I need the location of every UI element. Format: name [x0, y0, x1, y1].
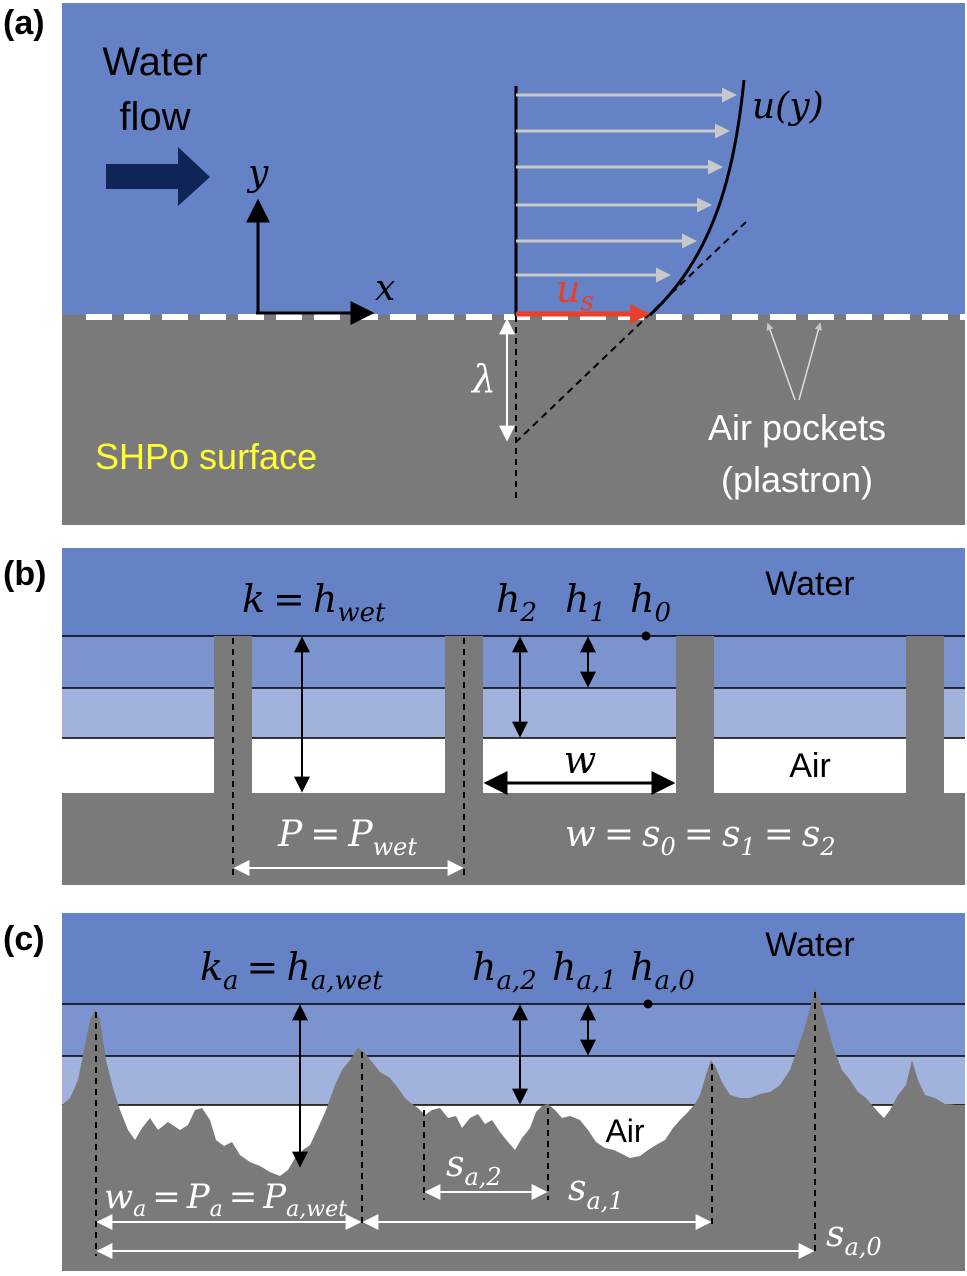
flow-label-line1: Water [102, 40, 207, 84]
water-label: Water [765, 926, 854, 964]
pillar [906, 636, 944, 793]
pillar [676, 636, 714, 793]
air-label: Air [789, 747, 831, 785]
air-pocket-pointer [798, 322, 823, 401]
apparent-roughness-equation: ka=ha,wet [200, 945, 383, 996]
coordinate-axes: y x [246, 153, 395, 325]
panel-c: (c) Water Air ka=ha,wet ha,2 ha,1 ha,0 [3, 913, 965, 1271]
sa2-label: sa,2 [446, 1144, 502, 1191]
pillar [445, 636, 483, 793]
wetted-band-1 [62, 636, 965, 688]
flow-direction-arrow [106, 147, 210, 206]
h2-label: h2 [496, 577, 537, 628]
air-pockets-label-line1: Air pockets [708, 407, 886, 448]
slip-length-label: λ [470, 357, 496, 401]
h0-level-dot [641, 631, 651, 641]
air-pockets-label-line2: (plastron) [721, 459, 873, 500]
sa1-label: sa,1 [568, 1168, 624, 1215]
panel-a: (a) Water flow y x u(y) us [3, 3, 965, 525]
surface-label: SHPo surface [95, 436, 317, 477]
ha0-label: ha,0 [630, 945, 695, 996]
panel-b-label: (b) [3, 555, 46, 593]
y-axis-label: y [246, 153, 269, 194]
h1-label: h1 [565, 577, 606, 628]
ha0-level-dot [643, 999, 653, 1009]
slip-length-indicator: λ [470, 318, 515, 442]
ha1-label: ha,1 [552, 945, 617, 996]
wetted-band-2 [62, 688, 965, 738]
velocity-profile: u(y) us [514, 79, 824, 498]
slip-velocity-label: us [556, 267, 594, 317]
panel-b: (b) Water Air k=hwet h2 h1 h0 w P=Pwet w… [3, 548, 965, 885]
velocity-profile-label: u(y) [752, 86, 824, 127]
rough-surface-profile [62, 988, 965, 1271]
roughness-height-equation: k=hwet [242, 577, 386, 628]
panel-a-label: (a) [3, 4, 45, 42]
gap-width-label: w [564, 738, 597, 782]
air-label: Air [605, 1113, 644, 1149]
water-region [62, 548, 965, 636]
air-pocket-pointer [766, 322, 796, 401]
spacing-equation: w=s0=s1=s2 [565, 814, 836, 861]
ha2-label: ha,2 [472, 945, 537, 996]
wa-pa-equation: wa=Pa=Pa,wet [104, 1177, 347, 1222]
substrate-base [62, 793, 965, 885]
sa0-label: sa,0 [826, 1214, 882, 1261]
pitch-label: P=Pwet [277, 814, 417, 861]
water-region [62, 3, 965, 315]
panel-c-label: (c) [3, 920, 45, 958]
water-label: Water [765, 565, 854, 603]
x-axis-label: x [375, 268, 395, 309]
tangent-extrapolation [515, 221, 747, 443]
water-region [62, 913, 965, 1004]
flow-label-line2: flow [119, 95, 190, 139]
pillar [214, 636, 252, 793]
h0-label: h0 [630, 577, 671, 628]
